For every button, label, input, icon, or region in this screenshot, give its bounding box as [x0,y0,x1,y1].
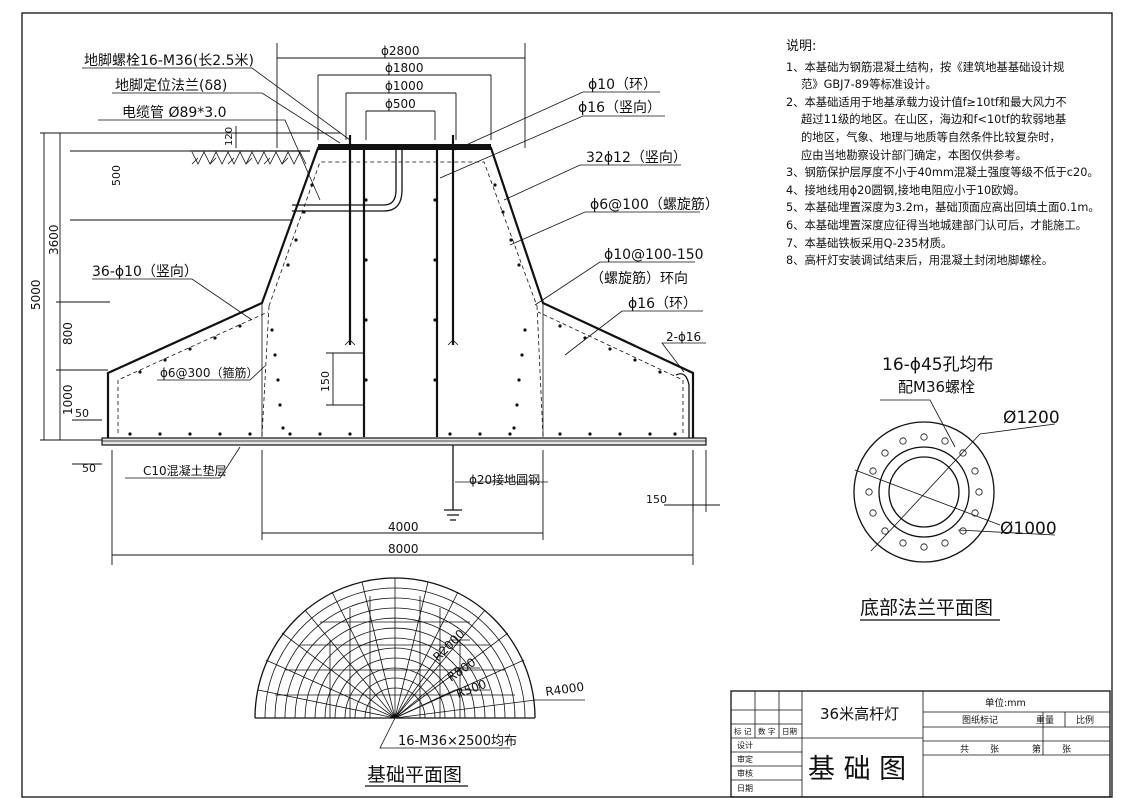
label-ring-10: ϕ10（环） [588,77,657,93]
dimension-lines [40,43,720,565]
label-spiral-10b: （螺旋筋）环向 [590,270,688,287]
dim-w8000: 8000 [388,542,419,556]
label-cable-pipe: 电缆管 Ø89*3.0 [122,105,227,121]
rebar-dots [128,183,677,436]
tb-mark: 标 记 [734,726,752,736]
tb-scale: 比例 [1076,714,1094,726]
note-line: 应由当地勘察设计部门确定，本图仅供参考。 [801,148,1027,162]
dim-m50a: 50 [75,407,89,420]
notes-panel: 说明: 1、本基础为钢筋混凝土结构，按《建筑地基基础设计规 范》GBJ7-89等… [786,38,1116,270]
foundation-section [101,135,707,521]
dim-h5000: 5000 [29,279,43,310]
label-two-16: 2-ϕ16 [666,330,701,344]
label-ring-16: ϕ16（环） [628,296,697,312]
note-line: 3、钢筋保护层厚度不小于40mm混凝土强度等级不低于c20。 [786,166,1099,180]
base-r4000: R4000 [544,680,584,699]
dim-h800: 800 [61,322,75,345]
base-caption: 基础平面图 [367,764,462,786]
tb-sheets: 张 [990,744,999,755]
base-bolts: 16-M36×2500均布 [398,734,517,749]
note-line: 6、本基础埋置深度应征得当地城建部门认可后，才能施工。 [786,218,1087,232]
tb-check: 审核 [737,768,753,778]
inner-void [362,150,439,437]
tb-sheet-no2: 张 [1062,744,1071,755]
label-anchor-bolt: 地脚螺栓16-M36(长2.5米) [84,53,254,69]
label-vert-32-12: 32ϕ12（竖向） [586,150,687,166]
anchor-bolts [348,135,455,345]
label-flange: 地脚定位法兰(δ8) [115,78,227,94]
tb-drawing-mark: 图纸标记 [962,714,998,726]
dim-h150: 150 [319,371,332,392]
dim-h500: 500 [110,165,123,186]
callout-labels: 地脚螺栓16-M36(长2.5米) 地脚定位法兰(δ8) 电缆管 Ø89*3.0… [84,53,719,487]
dim-h1000: 1000 [61,384,75,415]
note-line: 超过11级的地区。在山区，海边和f<10tf的软弱地基 [801,113,1067,127]
tb-date-col: 日期 [782,727,797,736]
tb-sheet-no: 第 [1032,743,1041,755]
note-line: 1、本基础为钢筋混凝土结构，按《建筑地基基础设计规 [786,60,1065,74]
base-r500: R500 [454,677,488,701]
label-ground-rod: ϕ20接地圆钢 [469,472,540,487]
base-plan [254,577,585,749]
dim-h3600: 3600 [47,224,61,255]
title-block [730,690,1111,798]
dim-m150: 150 [646,493,667,506]
flange-labels: 16-ϕ45孔均布 配M36螺栓 Ø1200 Ø1000 底部法兰平面图 [860,355,1060,621]
note-line: 7、本基础铁板采用Q-235材质。 [786,236,953,250]
foundation-outline [106,146,695,440]
flange-d1000: Ø1000 [1000,519,1057,539]
tb-date: 日期 [737,784,753,793]
dim-w4000: 4000 [388,520,419,534]
tb-design: 设计 [737,740,753,750]
label-spiral-10: ϕ10@100-150 [604,247,704,263]
dim-d1800: ϕ1800 [385,61,423,75]
tb-weight: 重量 [1036,714,1054,726]
flange-outer [853,421,995,563]
label-vert-16: ϕ16（竖向） [578,100,661,116]
label-stirrup: ϕ6@300（箍筋） [160,365,258,380]
flange-plan [853,399,1056,563]
tb-review: 审定 [737,754,753,764]
dim-h120: 120 [224,127,235,146]
note-line: 8、高杆灯安装调试结束后，用混凝土封闭地脚螺栓。 [786,254,1054,268]
tb-total: 共 [960,744,969,755]
label-vert-36-10: 36-ϕ10（竖向） [92,264,198,280]
ground-rod [444,445,462,521]
flange-holes [865,433,983,551]
title-block-text: 36米高杆灯 单位:mm 图纸标记 重量 比例 标 记 数 字 日期 设计 审定… [734,697,1094,793]
tb-drawing-name: 基 础 图 [808,754,906,785]
tb-project: 36米高杆灯 [820,705,899,723]
dim-d2800: ϕ2800 [381,44,419,58]
top-plate [318,144,491,150]
leader-lines [82,67,706,483]
cable-pipe [292,150,403,212]
flange-caption: 底部法兰平面图 [860,597,993,619]
dim-m50b: 50 [82,462,96,475]
label-spiral-6-100: ϕ6@100（螺旋筋） [590,196,719,213]
note-line: 5、本基础埋置深度为3.2m，基础顶面应高出回填土面0.1m。 [786,201,1100,215]
flange-holes-line1: 16-ϕ45孔均布 [882,355,994,375]
notes-title: 说明: [786,39,817,54]
ground-hatch [190,150,310,165]
dim-d1000: ϕ1000 [385,79,423,93]
note-line: 4、接地线用ϕ20圆钢,接地电阻应小于10欧姆。 [786,183,1026,197]
sheet-border [21,12,1113,798]
note-line: 2、本基础适用于地基承载力设计值f≥10tf和最大风力不 [786,95,1067,109]
tb-count: 数 字 [758,726,775,736]
flange-d1200: Ø1200 [1003,408,1060,428]
dim-d500: ϕ500 [385,97,416,111]
note-line: 的地区，气象、地理与地质等自然条件比较复杂时， [801,130,1061,144]
dimension-labels: ϕ2800 ϕ1800 ϕ1000 ϕ500 120 500 3600 5000… [29,44,667,556]
note-line: 范》GBJ7-89等标准设计。 [801,78,937,92]
label-pad: C10混凝土垫层 [143,463,227,478]
tb-unit: 单位:mm [985,697,1026,709]
flange-holes-line2: 配M36螺栓 [898,378,975,396]
concrete-pad [101,437,707,446]
